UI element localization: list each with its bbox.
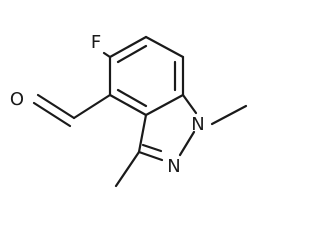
structure-canvas: F O N N [10,32,248,188]
atom-label-nitrogen-1: N [191,114,204,135]
bond-n2-c3 [137,150,164,162]
bond-aldehyde-co-outer [36,93,76,120]
molecule-structure: F O N N [10,32,248,188]
bond-c7a-c3a [144,93,185,117]
atom-label-oxygen: O [10,89,24,110]
bond-c3a-c4 [108,93,148,117]
double-bond-c5-c6-inner [116,44,148,64]
bond-n1-n2 [178,130,196,157]
bond-c3-methyl [114,150,141,188]
bond-c3-c3a [137,113,148,154]
bond-n1-methyl [210,104,248,126]
atom-label-nitrogen-2: N [167,156,180,177]
bond-c6-c7 [144,35,185,59]
bond-c5-fluorine [102,51,112,59]
double-bond-c3a-c4-inner [116,88,148,108]
atom-label-fluorine: F [91,32,101,53]
bond-aldehyde-co-inner [32,101,72,128]
bond-c4-aldehyde-carbon [72,93,112,120]
bond-c7a-n1 [181,93,198,115]
double-bond-n2-c3-inner [141,143,163,153]
bond-c5-c6 [108,35,148,59]
